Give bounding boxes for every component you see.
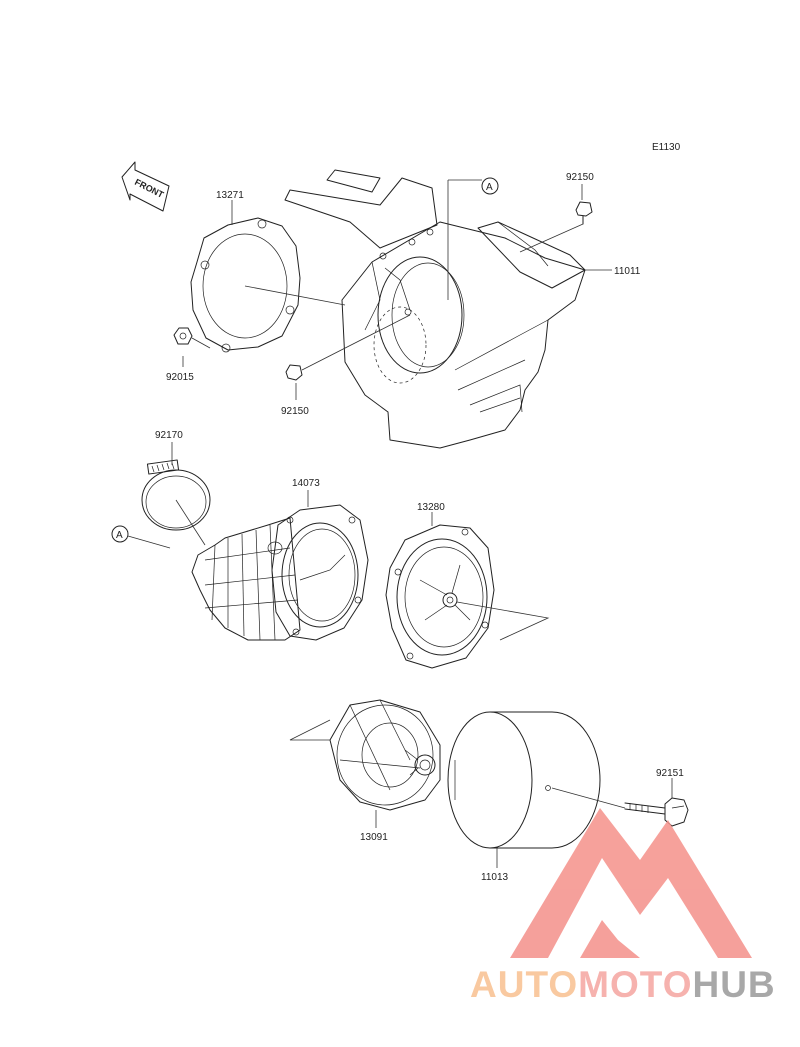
- part-label-11013: 11013: [481, 872, 509, 883]
- front-arrow-icon: FRONT: [121, 161, 170, 212]
- part-label-13280: 13280: [417, 502, 445, 513]
- gasket-13271: [190, 217, 301, 353]
- part-label-13271: 13271: [216, 190, 244, 201]
- bolt-92150-top: [575, 201, 593, 225]
- watermark-logo-icon: [510, 808, 752, 958]
- part-label-92151: 92151: [656, 768, 684, 779]
- bolt-92150-bottom: [285, 364, 303, 381]
- holder-13091: [329, 699, 441, 811]
- reference-a-bottom: A: [116, 530, 123, 541]
- reference-circle-bottom: [111, 525, 129, 543]
- holder-13280: [385, 524, 495, 669]
- diagram-code: E1130: [652, 142, 681, 153]
- watermark-auto: AUTO: [470, 964, 578, 1005]
- air-filter-element-11013: [447, 711, 601, 849]
- part-label-14073: 14073: [292, 478, 320, 489]
- reference-circle-top: [481, 177, 499, 195]
- part-label-13091: 13091: [360, 832, 388, 843]
- part-label-92150-bottom: 92150: [281, 406, 309, 417]
- part-label-92170: 92170: [155, 430, 183, 441]
- nut-92015: [173, 327, 193, 345]
- front-label: FRONT: [133, 177, 166, 200]
- part-label-92015: 92015: [166, 372, 194, 383]
- wing-bolt-92151: [624, 797, 689, 827]
- watermark-moto: MOTO: [578, 964, 692, 1005]
- watermark: AUTOMOTOHUB: [470, 808, 776, 1005]
- watermark-hub: HUB: [692, 964, 775, 1005]
- part-label-92150-top: 92150: [566, 172, 594, 183]
- part-label-11011: 11011: [614, 266, 641, 277]
- air-box-housing: [284, 169, 586, 449]
- clamp-92170: [141, 459, 211, 531]
- intake-duct-14073: [191, 504, 369, 641]
- watermark-text: AUTOMOTOHUB: [470, 964, 776, 1005]
- reference-a-top: A: [486, 182, 493, 193]
